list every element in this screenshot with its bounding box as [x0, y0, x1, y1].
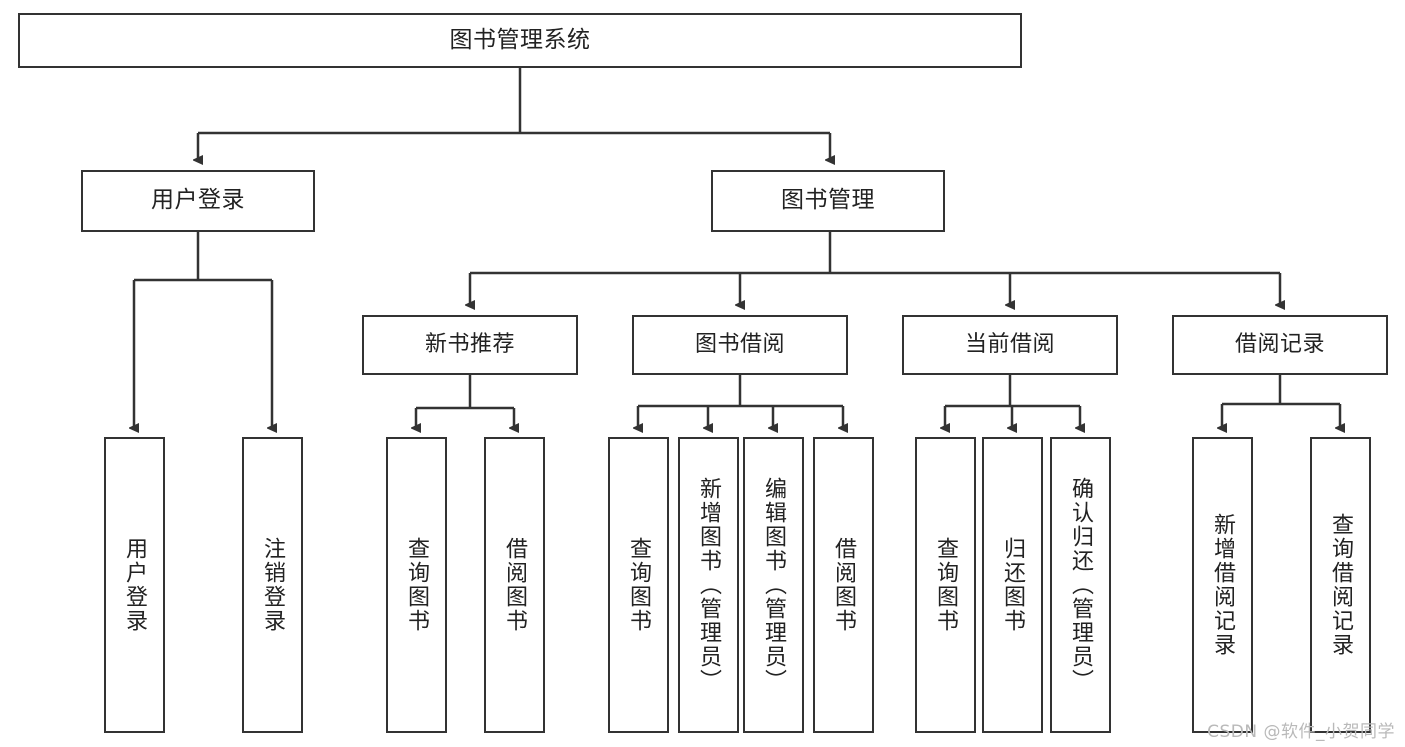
- node-leaf-query-book-2[interactable]: 查询图书: [608, 437, 669, 733]
- node-label: 当前借阅: [964, 332, 1055, 358]
- node-user-login[interactable]: 用户登录: [81, 170, 315, 232]
- node-leaf-add-record[interactable]: 新增借阅记录: [1192, 437, 1253, 733]
- node-current-borrow[interactable]: 当前借阅: [902, 315, 1118, 375]
- node-label: 确认归还（管理员）: [1068, 477, 1094, 693]
- watermark-text: CSDN @软件_小贺同学: [1207, 722, 1395, 742]
- node-label: 图书管理: [781, 187, 875, 214]
- node-leaf-logout[interactable]: 注销登录: [242, 437, 303, 733]
- node-label: 归还图书: [1000, 537, 1026, 633]
- node-leaf-borrow-book-1[interactable]: 借阅图书: [484, 437, 545, 733]
- node-book-borrow[interactable]: 图书借阅: [632, 315, 848, 375]
- node-label: 借阅记录: [1234, 332, 1325, 358]
- node-new-book-recommend[interactable]: 新书推荐: [362, 315, 578, 375]
- node-label: 编辑图书（管理员）: [761, 477, 787, 693]
- node-label: 图书借阅: [694, 332, 785, 358]
- node-label: 查询图书: [933, 537, 959, 633]
- node-label: 借阅图书: [502, 537, 528, 633]
- node-leaf-query-book-1[interactable]: 查询图书: [386, 437, 447, 733]
- node-leaf-edit-book[interactable]: 编辑图书（管理员）: [743, 437, 804, 733]
- node-label: 注销登录: [260, 537, 286, 633]
- node-label: 新增图书（管理员）: [696, 477, 722, 693]
- node-leaf-confirm-return[interactable]: 确认归还（管理员）: [1050, 437, 1111, 733]
- node-leaf-user-login[interactable]: 用户登录: [104, 437, 165, 733]
- node-label: 查询借阅记录: [1328, 513, 1354, 657]
- node-book-manage[interactable]: 图书管理: [711, 170, 945, 232]
- node-label: 用户登录: [151, 187, 245, 214]
- node-leaf-query-book-3[interactable]: 查询图书: [915, 437, 976, 733]
- node-label: 借阅图书: [831, 537, 857, 633]
- node-label: 新书推荐: [424, 332, 515, 358]
- node-leaf-borrow-book-2[interactable]: 借阅图书: [813, 437, 874, 733]
- node-label: 查询图书: [404, 537, 430, 633]
- node-label: 查询图书: [626, 537, 652, 633]
- node-label: 用户登录: [122, 537, 148, 633]
- node-root-system[interactable]: 图书管理系统: [18, 13, 1022, 68]
- node-leaf-add-book[interactable]: 新增图书（管理员）: [678, 437, 739, 733]
- node-label: 图书管理系统: [449, 26, 591, 53]
- node-leaf-query-record[interactable]: 查询借阅记录: [1310, 437, 1371, 733]
- node-label: 新增借阅记录: [1210, 513, 1236, 657]
- node-borrow-record[interactable]: 借阅记录: [1172, 315, 1388, 375]
- node-leaf-return-book[interactable]: 归还图书: [982, 437, 1043, 733]
